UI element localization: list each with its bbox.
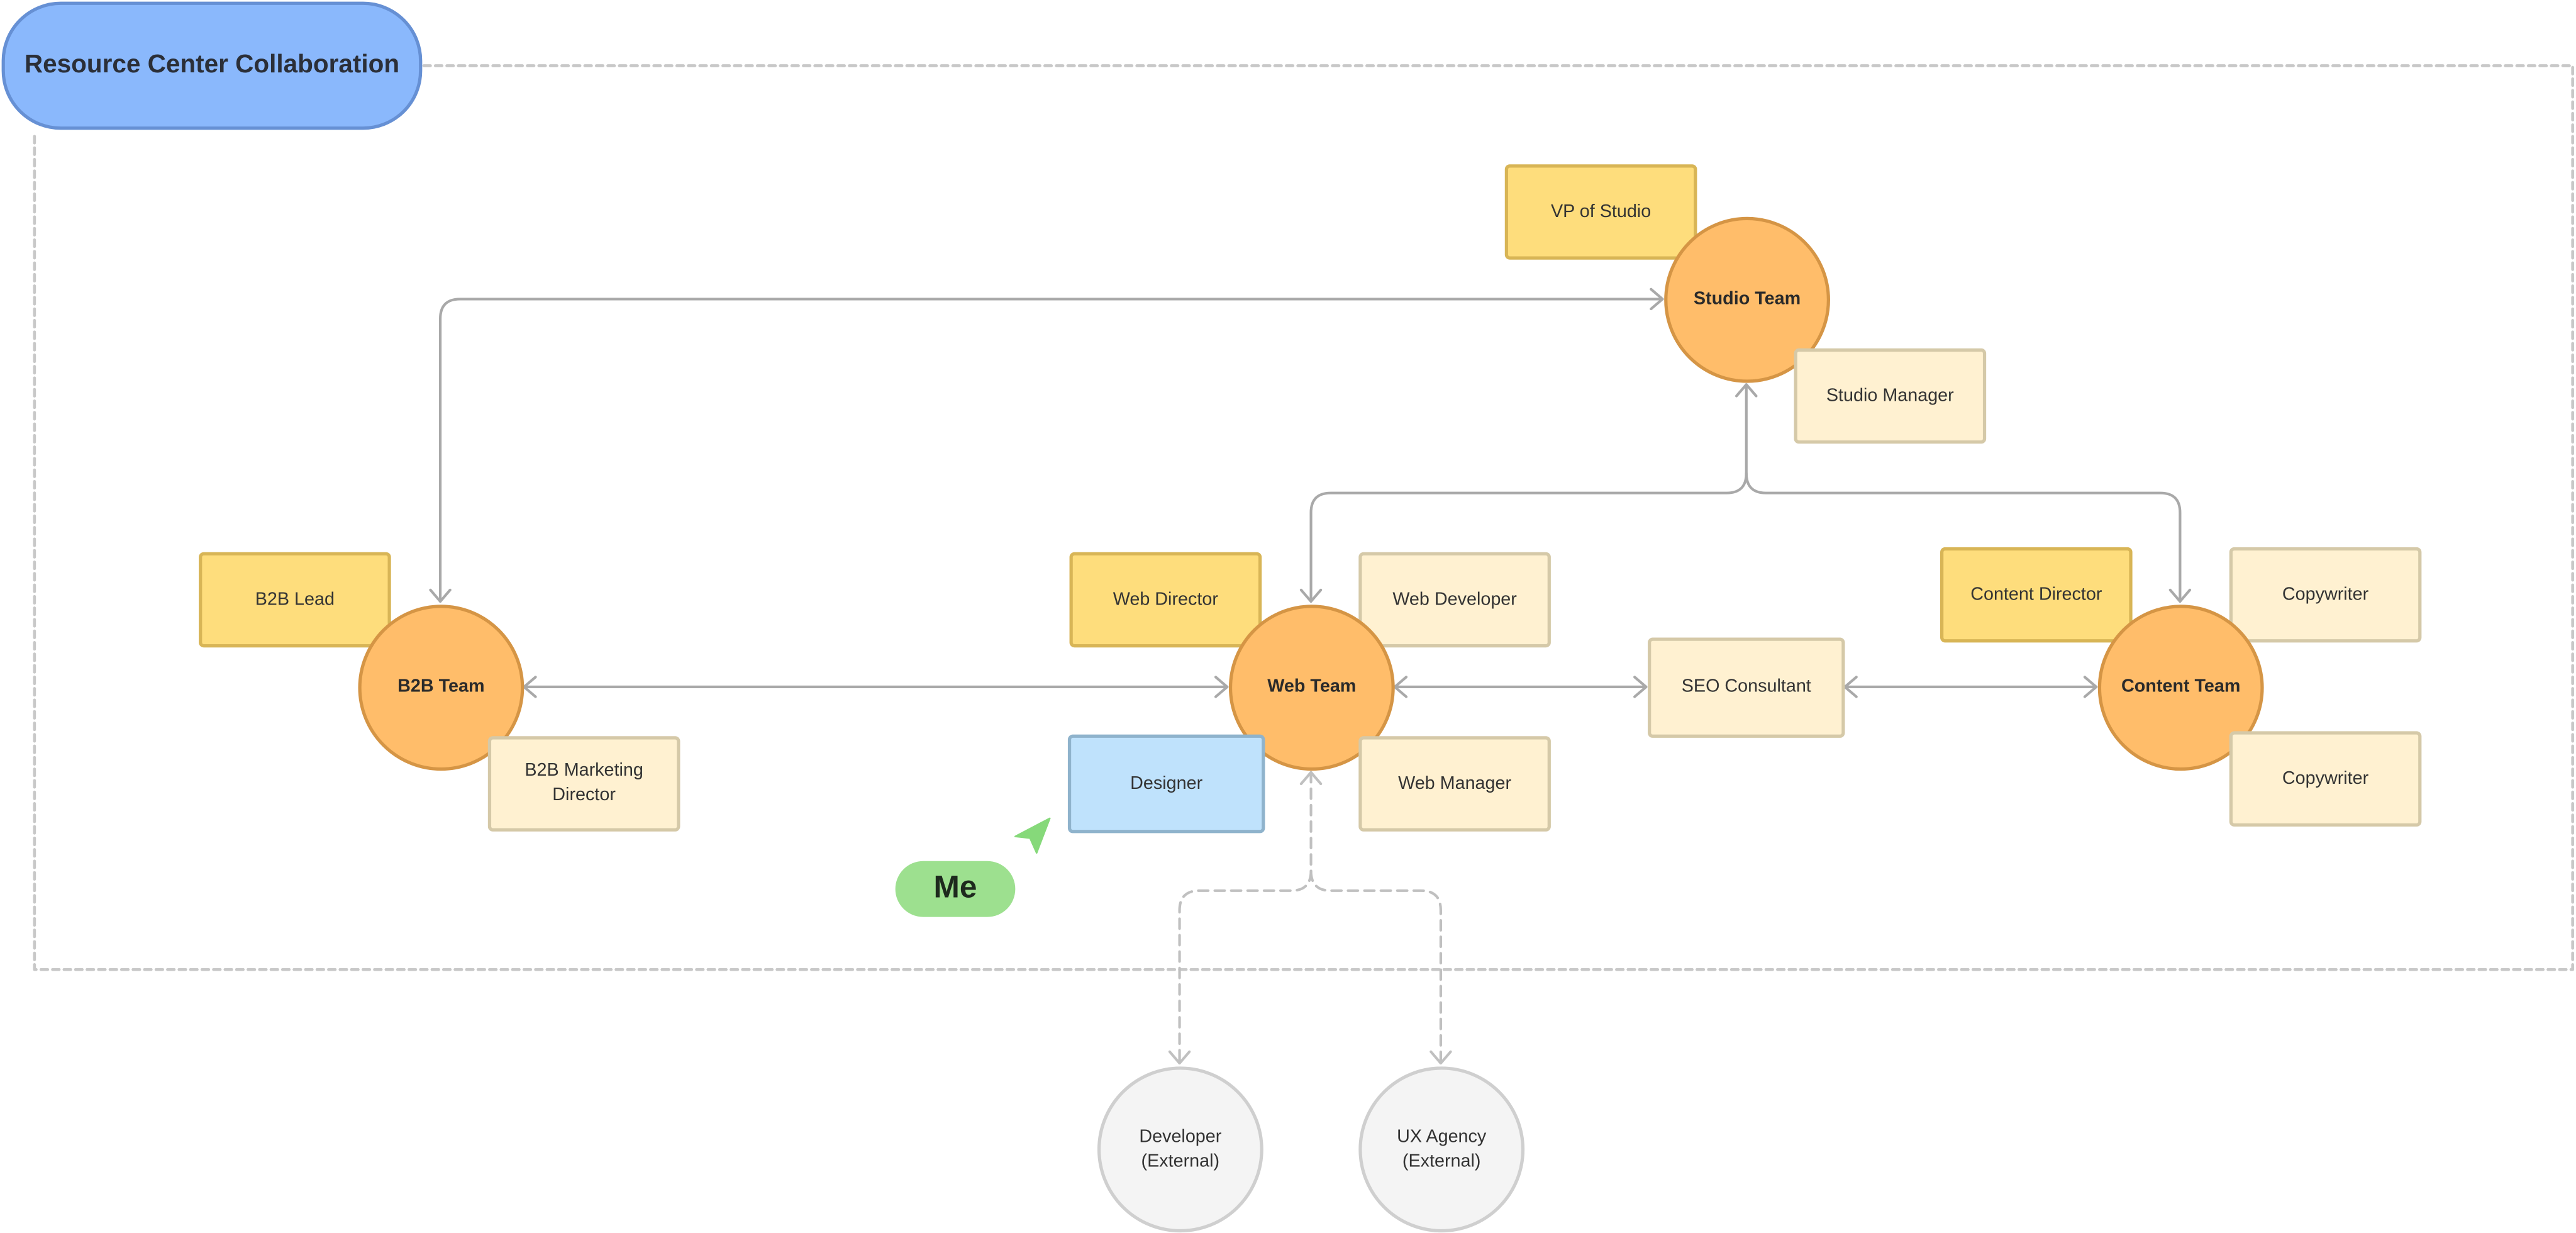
arrow-head-web-top [1299,588,1323,603]
role-copywriter-top[interactable]: Copywriter [2229,547,2422,643]
pointer-cursor-icon [1014,817,1051,854]
connector-web-ux-agency [1309,869,1442,1065]
me-badge: Me [895,861,1016,917]
arrow-head-web-left [1214,676,1229,698]
arrow-head-web-bottom [1299,771,1323,786]
team-studio[interactable]: Studio Team [1664,216,1830,383]
arrow-head-web-right [1393,676,1408,698]
arrow-head-ux-agency-top [1430,1050,1452,1065]
container-frame [33,64,2575,971]
arrow-head-b2b-top [429,588,452,603]
role-content-director[interactable]: Content Director [1940,547,2133,643]
role-seo-consultant[interactable]: SEO Consultant [1648,637,1845,738]
role-b2b-lead[interactable]: B2B Lead [199,552,391,648]
role-web-manager[interactable]: Web Manager [1358,736,1551,832]
external-developer[interactable]: Developer (External) [1097,1066,1263,1233]
role-copywriter-bottom[interactable]: Copywriter [2229,731,2422,827]
connector-b2b-studio [438,298,1664,603]
arrow-head-content-left [2083,676,2098,698]
role-designer[interactable]: Designer [1067,734,1265,834]
connector-web-external [1178,771,1313,1065]
role-vp-of-studio[interactable]: VP of Studio [1504,164,1697,260]
connector-studio-web [1309,383,1748,603]
external-ux-agency[interactable]: UX Agency (External) [1358,1066,1525,1233]
role-studio-manager[interactable]: Studio Manager [1794,348,1987,444]
arrow-head-developer-top [1168,1050,1191,1065]
arrow-head-studio-bottom [1735,383,1758,398]
group-title[interactable]: Resource Center Collaboration [1,1,423,130]
arrow-head-content-top [2168,588,2192,603]
role-web-developer[interactable]: Web Developer [1358,552,1551,648]
connector-studio-content [1745,472,2182,603]
role-b2b-marketing-director[interactable]: B2B Marketing Director [487,736,680,832]
arrow-head-seo-left [1633,676,1648,698]
role-web-director[interactable]: Web Director [1069,552,1262,648]
arrow-head-studio-left [1650,287,1664,311]
